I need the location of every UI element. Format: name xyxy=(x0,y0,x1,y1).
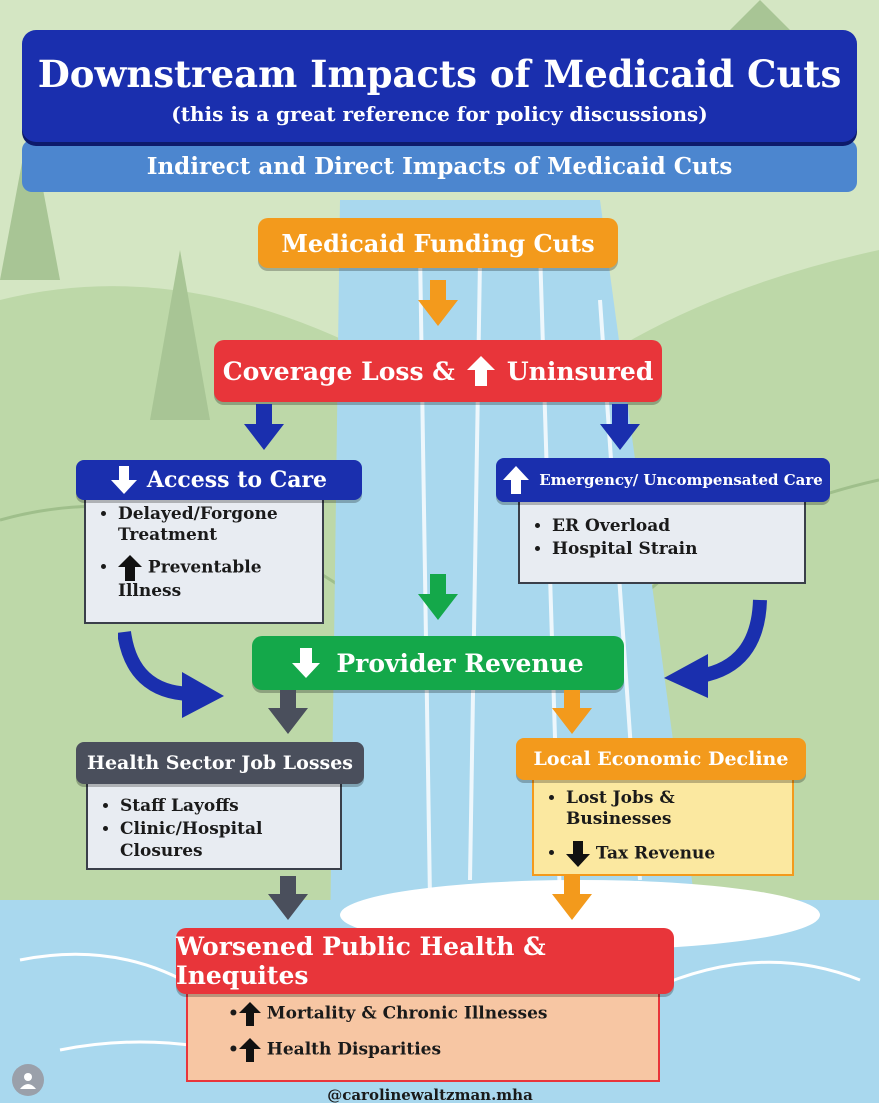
list-item: Delayed/Forgone Treatment xyxy=(118,504,310,547)
node-emergency-care: Emergency/ Uncompensated Care xyxy=(496,458,830,502)
arrow-down-icon xyxy=(244,404,284,450)
list-item: • Health Disparities xyxy=(228,1038,646,1062)
arrow-down-icon xyxy=(552,876,592,920)
arrow-down-icon xyxy=(268,690,308,734)
coverage-label: Coverage Loss & xyxy=(222,356,455,386)
node-job-losses: Health Sector Job Losses xyxy=(76,742,364,784)
node-funding-cuts: Medicaid Funding Cuts xyxy=(258,218,618,268)
curved-arrow-icon xyxy=(664,599,767,698)
arrow-down-icon xyxy=(268,876,308,920)
arrow-down-icon xyxy=(552,690,592,734)
section-title: Indirect and Direct Impacts of Medicaid … xyxy=(22,140,857,192)
node-worsened-public-health: Worsened Public Health & Inequites xyxy=(176,928,674,994)
up-arrow-icon xyxy=(466,356,495,386)
list-item: Clinic/Hospital Closures xyxy=(120,819,328,862)
down-arrow-icon xyxy=(110,466,137,494)
list-item: • Mortality & Chronic Illnesses xyxy=(228,1002,646,1026)
up-arrow-icon xyxy=(238,1038,261,1062)
list-item: Lost Jobs & Businesses xyxy=(566,788,780,831)
emergency-card: ER Overload Hospital Strain xyxy=(518,500,806,584)
down-arrow-icon xyxy=(566,840,590,867)
jobs-card: Staff Layoffs Clinic/Hospital Closures xyxy=(86,780,342,870)
person-icon xyxy=(20,1073,36,1089)
access-card: Delayed/Forgone Treatment Preventable Il… xyxy=(84,492,324,624)
list-item: Staff Layoffs xyxy=(120,796,328,817)
arrow-down-icon xyxy=(418,574,458,620)
up-arrow-icon xyxy=(503,466,530,494)
curved-arrow-icon xyxy=(118,630,224,718)
outcome-card: • Mortality & Chronic Illnesses • Health… xyxy=(186,988,660,1082)
list-item: Preventable Illness xyxy=(118,554,310,602)
list-item: Tax Revenue xyxy=(566,840,780,867)
arrow-down-icon xyxy=(418,280,458,326)
node-local-economic-decline: Local Economic Decline xyxy=(516,738,806,780)
up-arrow-icon xyxy=(118,554,142,581)
down-arrow-icon xyxy=(292,648,321,678)
author-handle: @carolinewaltzman.mha xyxy=(327,1086,533,1103)
node-access-to-care: Access to Care xyxy=(76,460,362,500)
list-item: ER Overload xyxy=(552,516,792,537)
header-banner: Downstream Impacts of Medicaid Cuts (thi… xyxy=(22,30,857,142)
up-arrow-icon xyxy=(238,1002,261,1026)
uninsured-label: Uninsured xyxy=(506,356,654,386)
page-title: Downstream Impacts of Medicaid Cuts xyxy=(37,52,842,96)
node-provider-revenue: Provider Revenue xyxy=(252,636,624,690)
list-item: Hospital Strain xyxy=(552,539,792,560)
local-card: Lost Jobs & Businesses Tax Revenue xyxy=(532,776,794,876)
arrow-down-icon xyxy=(600,404,640,450)
profile-avatar-icon[interactable] xyxy=(12,1064,44,1096)
page-subtitle: (this is a great reference for policy di… xyxy=(171,102,708,126)
node-coverage-loss: Coverage Loss & Uninsured xyxy=(214,340,662,402)
